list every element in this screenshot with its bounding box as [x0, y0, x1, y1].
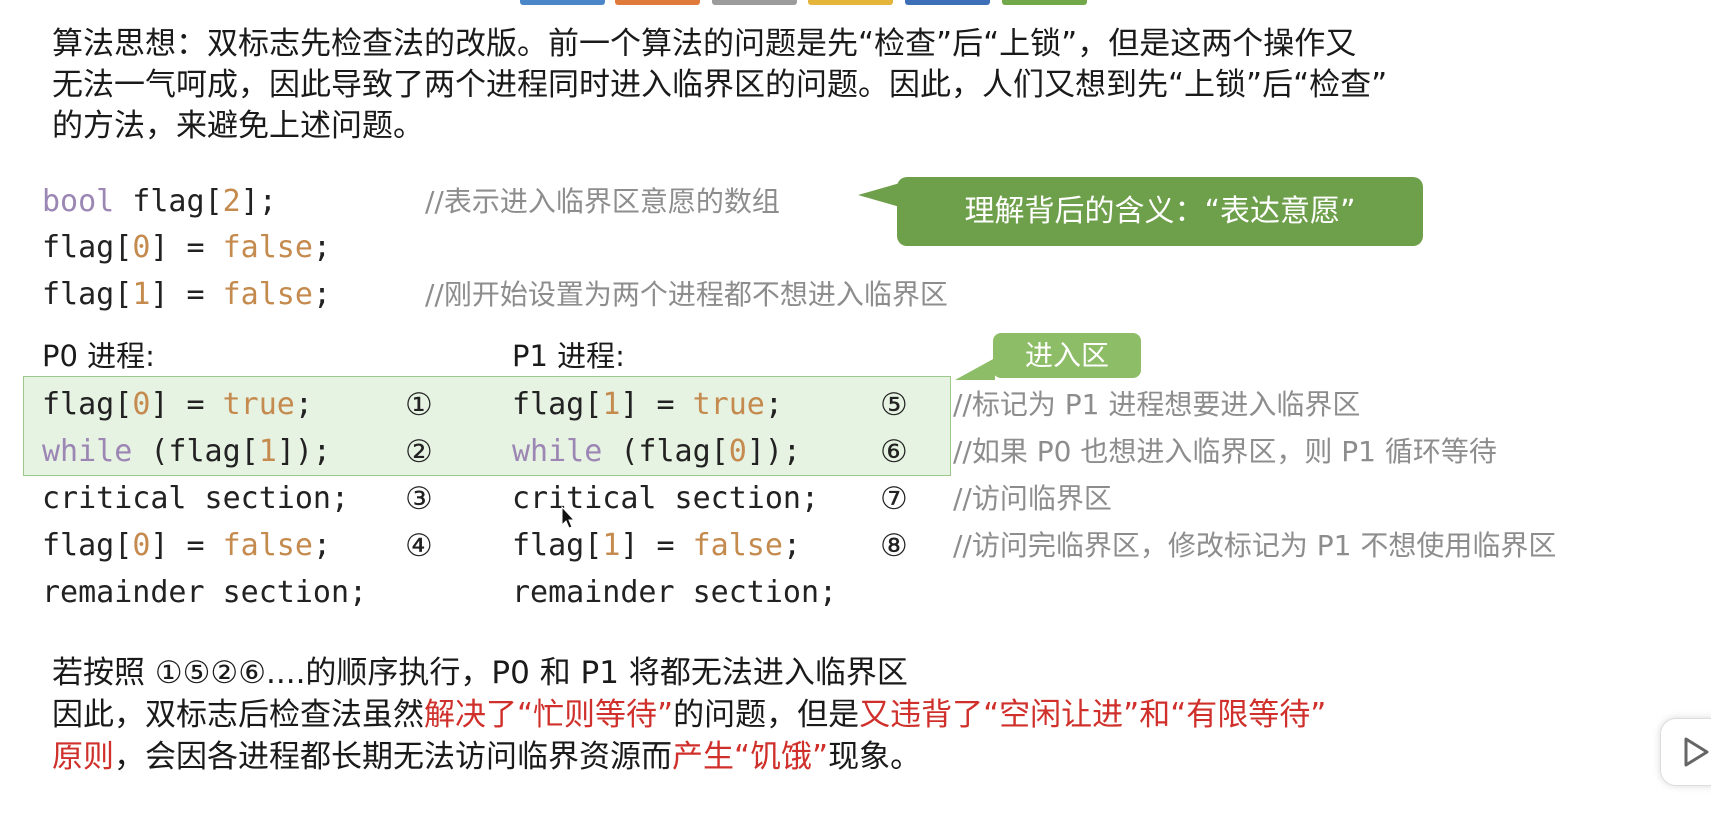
decl-number: 1: [132, 277, 151, 312]
p1-line-5: remainder section;: [512, 575, 838, 610]
code-text: ;: [764, 387, 783, 422]
summary-text: 因此，双标志后检查法虽然: [52, 697, 424, 733]
code-text: ]);: [276, 434, 331, 469]
step-mark-7: ⑦: [880, 481, 908, 517]
comment-line-2: //如果 P0 也想进入临界区，则 P1 循环等待: [953, 435, 1497, 468]
summary-line-3: 原则，会因各进程都长期无法访问临界资源而产生“饥饿”现象。: [52, 736, 1662, 778]
summary-text: 的问题，但是: [673, 697, 860, 733]
decl-text: ] =: [150, 230, 223, 265]
code-bool: false: [222, 528, 313, 563]
code-bool: false: [692, 528, 783, 563]
play-icon: [1684, 737, 1709, 767]
code-number: 1: [602, 528, 621, 563]
summary-text: 现象。: [828, 739, 922, 775]
code-text: ;: [782, 528, 801, 563]
step-mark-6: ⑥: [880, 434, 908, 470]
code-text: ] =: [150, 387, 223, 422]
summary-emphasis: 又违背了“空闲让进”和“有限等待”: [859, 697, 1327, 733]
p1-line-2: while (flag[0]);: [512, 430, 801, 474]
decl-comment-3: //刚开始设置为两个进程都不想进入临界区: [425, 278, 948, 311]
code-keyword: while: [512, 434, 603, 469]
top-toolbar-strip: [0, 0, 1711, 6]
code-text: ]);: [746, 434, 801, 469]
entry-tag-pointer: [955, 358, 995, 380]
summary-line-2: 因此，双标志后检查法虽然解决了“忙则等待”的问题，但是又违背了“空闲让进”和“有…: [52, 694, 1662, 736]
step-mark-2: ②: [405, 434, 433, 470]
p0-header: P0 进程:: [42, 339, 155, 373]
meaning-callout: 理解背后的含义：“表达意愿”: [897, 177, 1423, 246]
code-keyword: while: [42, 434, 133, 469]
decl-text: flag[: [42, 230, 133, 265]
decl-text: ] =: [150, 277, 223, 312]
summary-emphasis: 产生“饥饿”: [672, 739, 829, 775]
summary-text: ，会因各进程都长期无法访问临界资源而: [114, 739, 672, 775]
code-text: ] =: [620, 387, 693, 422]
p0-line-1: flag[0] = true;: [42, 383, 313, 427]
code-bool: true: [692, 387, 765, 422]
algorithm-idea-paragraph: 算法思想：双标志先检查法的改版。前一个算法的问题是先“检查”后“上锁”，但是这两…: [52, 24, 1652, 147]
code-text: flag[: [42, 528, 133, 563]
code-text: ;: [294, 387, 313, 422]
decl-text: flag[: [42, 277, 133, 312]
step-mark-8: ⑧: [880, 528, 908, 564]
decl-text: flag[: [114, 184, 223, 219]
code-number: 0: [132, 528, 151, 563]
comment-line-4: //访问完临界区，修改标记为 P1 不想使用临界区: [953, 529, 1557, 562]
intro-line-3: 的方法，来避免上述问题。: [52, 108, 424, 144]
summary-line-1: 若按照 ①⑤②⑥....的顺序执行，P0 和 P1 将都无法进入临界区: [52, 655, 908, 691]
callout-pointer: [858, 183, 900, 207]
step-mark-1: ①: [405, 387, 433, 423]
p0-line-5: remainder section;: [42, 575, 368, 610]
step-mark-3: ③: [405, 481, 433, 517]
code-text: flag[: [512, 387, 603, 422]
code-text: ] =: [150, 528, 223, 563]
comment-line-3: //访问临界区: [953, 482, 1112, 515]
summary-emphasis: 解决了“忙则等待”: [424, 697, 674, 733]
code-text: ] =: [620, 528, 693, 563]
entry-section-highlight: [23, 376, 951, 476]
step-mark-5: ⑤: [880, 387, 908, 423]
code-number: 0: [132, 387, 151, 422]
code-text: (flag[: [602, 434, 729, 469]
code-bool: true: [222, 387, 295, 422]
decl-comment-1: //表示进入临界区意愿的数组: [425, 185, 780, 218]
decl-number: 0: [132, 230, 151, 265]
step-mark-4: ④: [405, 528, 433, 564]
decl-bool: false: [222, 230, 313, 265]
intro-line-1: 算法思想：双标志先检查法的改版。前一个算法的问题是先“检查”后“上锁”，但是这两…: [52, 26, 1357, 62]
p0-line-4: flag[0] = false;: [42, 524, 331, 568]
entry-section-tag: 进入区: [993, 333, 1141, 378]
p0-line-3: critical section;: [42, 481, 350, 516]
p1-header: P1 进程:: [512, 339, 625, 373]
decl-line-1: bool flag[2];: [42, 180, 277, 224]
code-text: flag[: [512, 528, 603, 563]
p1-line-3: critical section;: [512, 481, 820, 516]
intro-line-2: 无法一气呵成，因此导致了两个进程同时进入临界区的问题。因此，人们又想到先“上锁”…: [52, 67, 1388, 103]
p1-line-1: flag[1] = true;: [512, 383, 783, 427]
decl-line-3: flag[1] = false;: [42, 273, 331, 317]
code-number: 1: [258, 434, 277, 469]
decl-number: 2: [222, 184, 241, 219]
code-text: ;: [312, 528, 331, 563]
decl-text: ;: [312, 230, 331, 265]
summary-emphasis: 原则: [52, 739, 114, 775]
mouse-cursor-icon: [561, 505, 577, 534]
decl-keyword: bool: [42, 184, 115, 219]
decl-bool: false: [222, 277, 313, 312]
conclusion-paragraph: 若按照 ①⑤②⑥....的顺序执行，P0 和 P1 将都无法进入临界区 因此，双…: [52, 652, 1662, 778]
code-number: 0: [728, 434, 747, 469]
code-number: 1: [602, 387, 621, 422]
code-text: (flag[: [132, 434, 259, 469]
p1-line-4: flag[1] = false;: [512, 524, 801, 568]
p0-line-2: while (flag[1]);: [42, 430, 331, 474]
play-button[interactable]: [1660, 718, 1711, 786]
comment-line-1: //标记为 P1 进程想要进入临界区: [953, 388, 1361, 421]
code-text: flag[: [42, 387, 133, 422]
decl-line-2: flag[0] = false;: [42, 226, 331, 270]
decl-text: ;: [312, 277, 331, 312]
decl-text: ];: [240, 184, 277, 219]
